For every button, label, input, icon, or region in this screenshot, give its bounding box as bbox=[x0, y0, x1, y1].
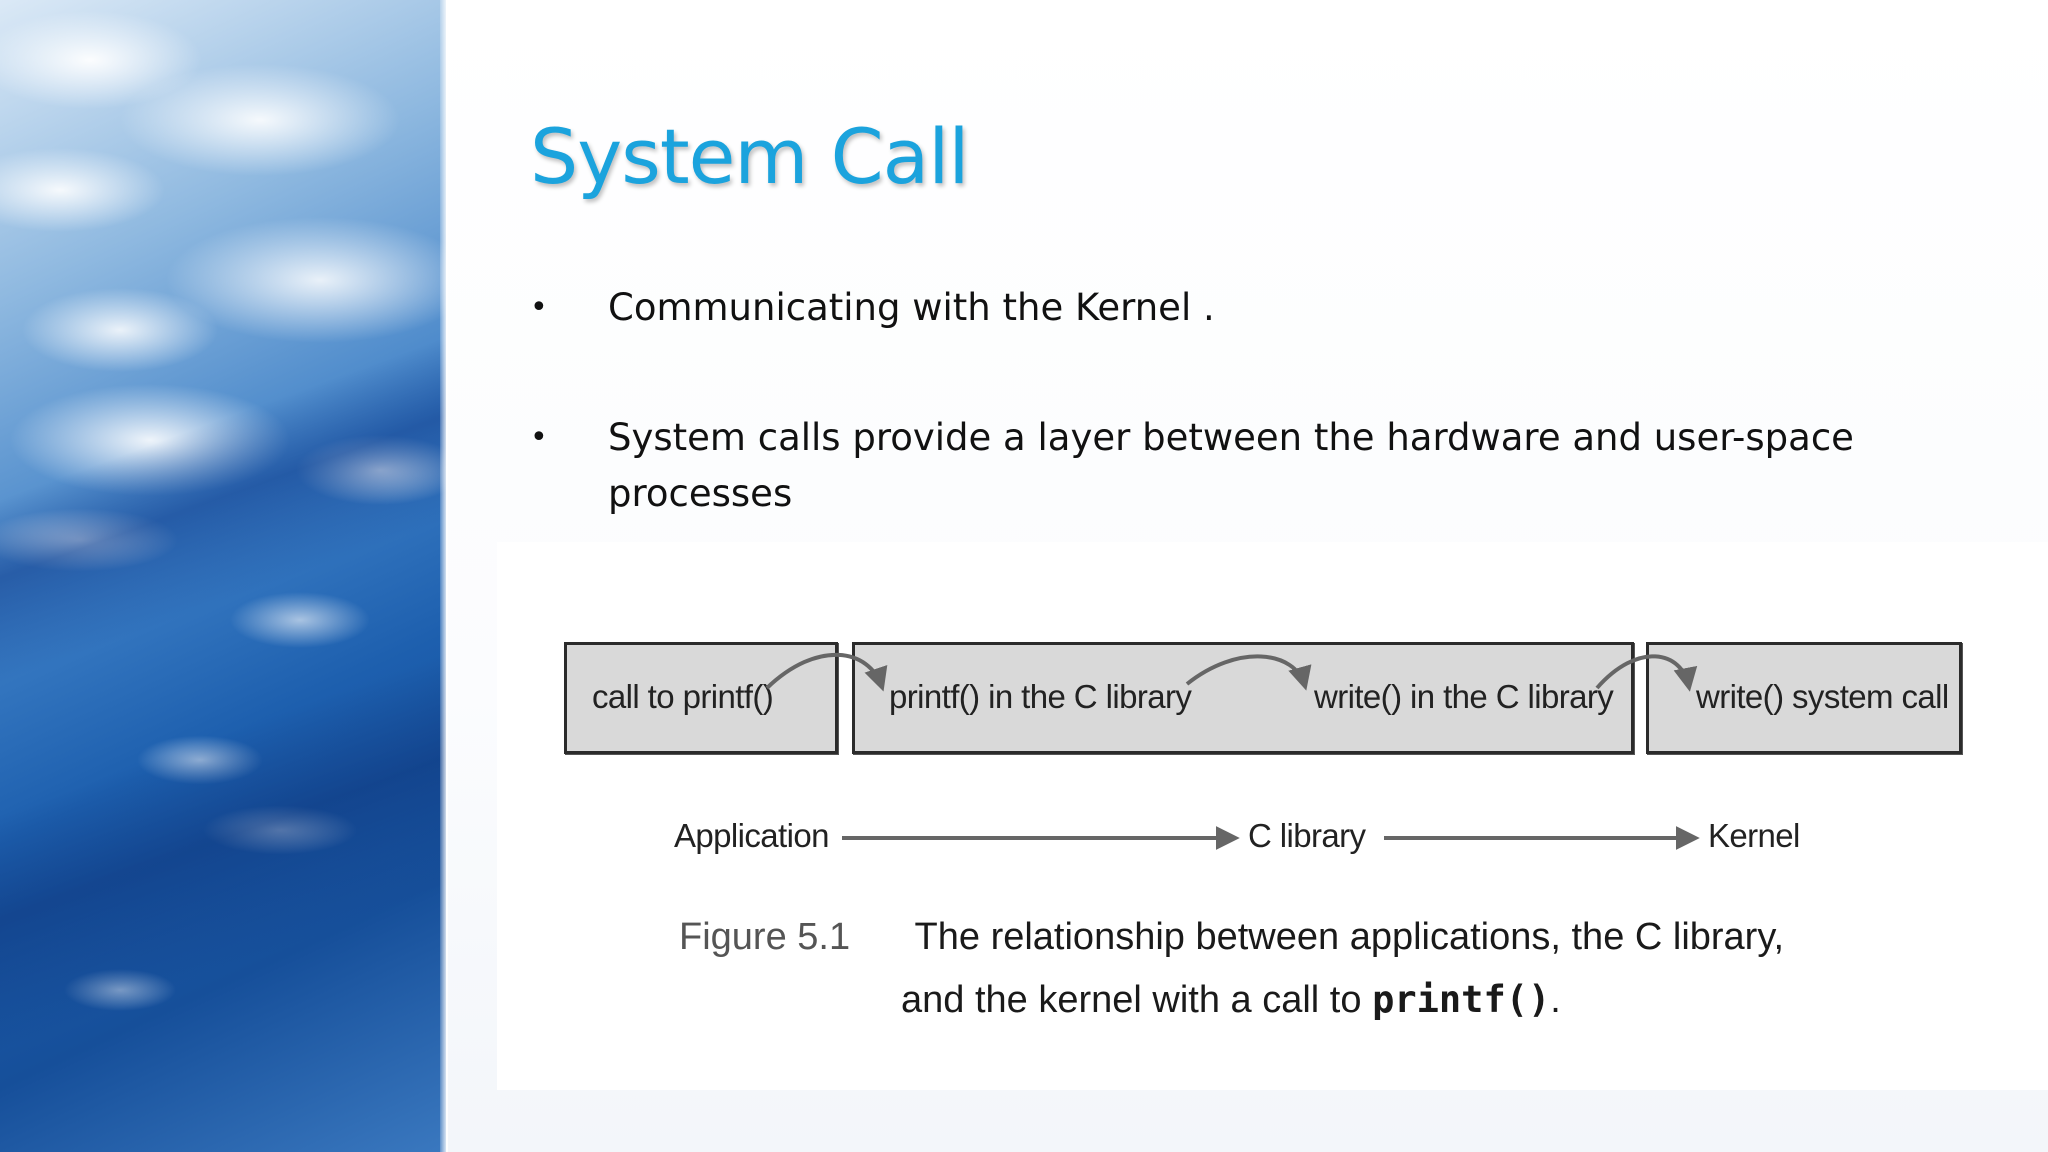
flow-label-application: Application bbox=[674, 817, 829, 855]
bullet-item: • Communicating with the Kernel . bbox=[530, 280, 1970, 336]
bullet-dot-icon: • bbox=[530, 410, 548, 466]
slide-title: System Call bbox=[530, 112, 968, 201]
figure-number: Figure 5.1 bbox=[679, 916, 850, 958]
bullet-item: • System calls provide a layer between t… bbox=[530, 410, 1970, 522]
sky-ocean-photo bbox=[0, 0, 446, 1152]
system-call-figure: call to printf() printf() in the C libra… bbox=[497, 542, 2048, 1090]
bullet-text: System calls provide a layer between the… bbox=[608, 416, 1854, 515]
caption-code: printf() bbox=[1372, 978, 1550, 1021]
curved-arrow-icon bbox=[767, 655, 882, 688]
caption-period: . bbox=[1550, 979, 1561, 1021]
figure-caption-line-2: and the kernel with a call to printf(). bbox=[901, 978, 2001, 1022]
curved-arrow-icon bbox=[1187, 656, 1305, 686]
caption-text-1: The relationship between applications, t… bbox=[915, 916, 1785, 958]
flow-label-c-library: C library bbox=[1248, 817, 1365, 855]
photo-fade-edge bbox=[440, 0, 448, 1152]
bullet-list: • Communicating with the Kernel . • Syst… bbox=[530, 280, 1970, 522]
flow-label-kernel: Kernel bbox=[1708, 817, 1800, 855]
bullet-dot-icon: • bbox=[530, 280, 548, 336]
caption-text-2: and the kernel with a call to bbox=[901, 979, 1362, 1021]
figure-caption-line-1: Figure 5.1 The relationship between appl… bbox=[679, 916, 1979, 959]
bullet-text: Communicating with the Kernel . bbox=[608, 286, 1215, 329]
curved-arrow-icon bbox=[1597, 656, 1689, 688]
